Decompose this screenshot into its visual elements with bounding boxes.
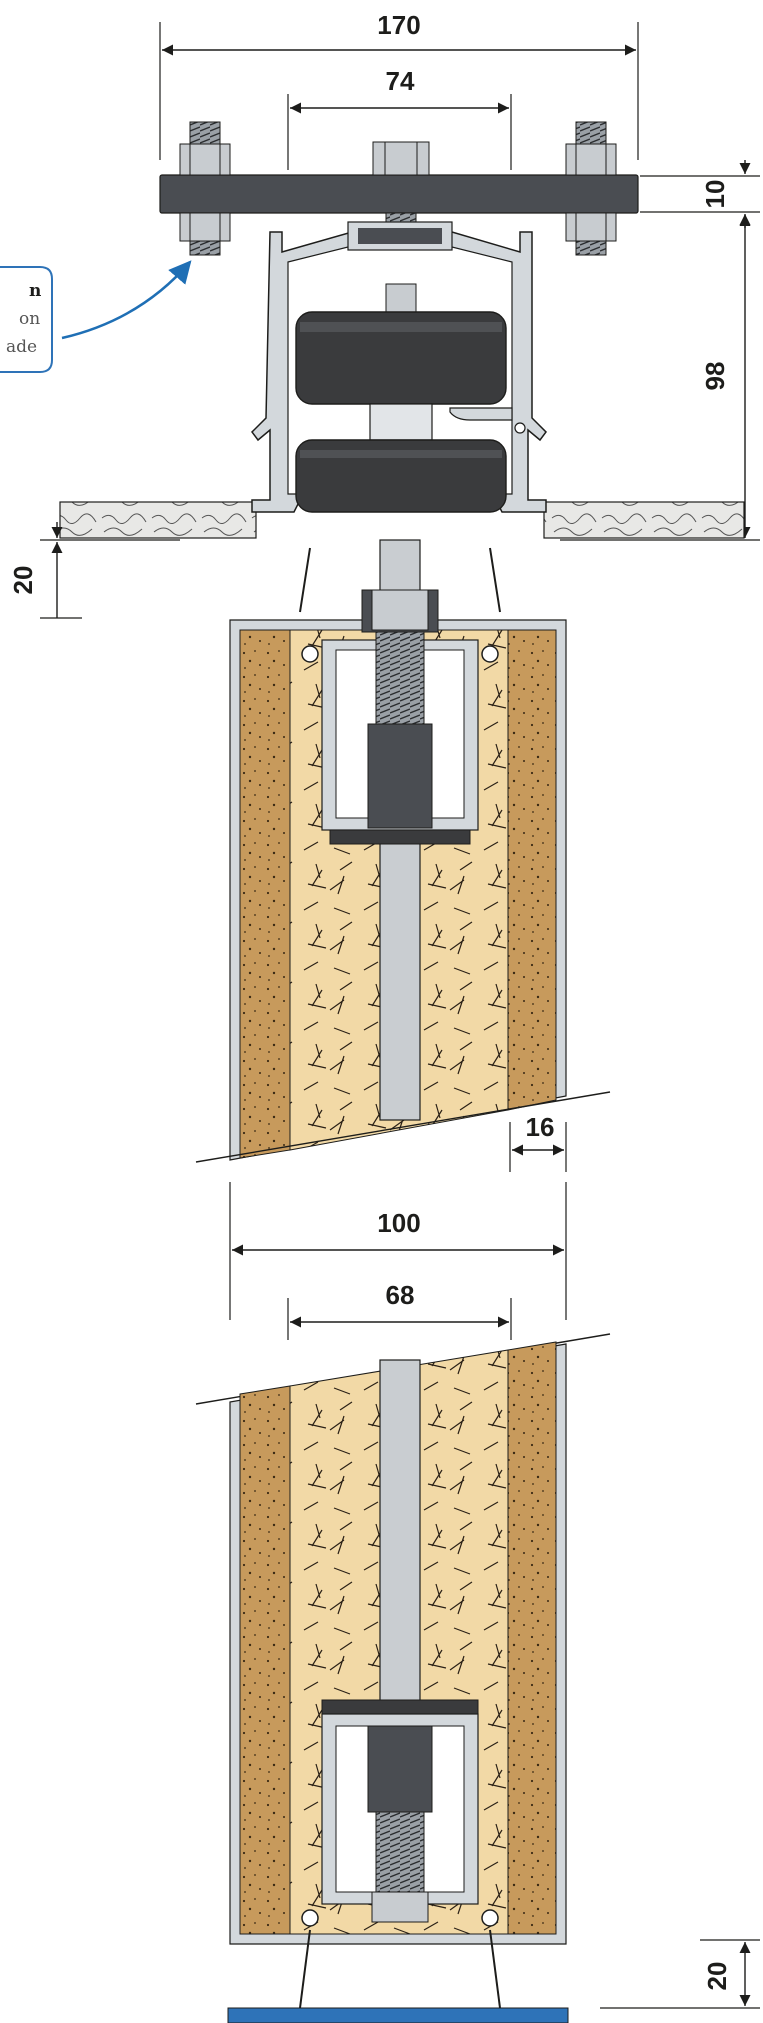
dimension-20-top: 20 (8, 522, 180, 619)
floor-guide-rail (227, 2007, 569, 2023)
dim-label-170: 170 (377, 10, 420, 40)
roller-hub (369, 403, 433, 441)
break-line-top (195, 1091, 611, 1163)
bolt-right (565, 121, 617, 256)
dimension-98: 98 (560, 215, 760, 541)
dimension-68: 68 (287, 1280, 512, 1340)
callout-line-1: on (19, 309, 40, 329)
dimension-20-bottom: 20 (600, 1939, 760, 2009)
dim-label-16: 16 (526, 1112, 555, 1142)
dim-label-20-bottom: 20 (702, 1962, 732, 1991)
callout-title: n (29, 281, 41, 301)
callout-arrow (61, 260, 192, 340)
dim-label-10: 10 (700, 180, 730, 209)
upper-door-panel (229, 539, 567, 1161)
mounting-plate (159, 174, 639, 214)
lower-door-panel (229, 1341, 567, 2009)
ceiling-slab (59, 501, 745, 539)
dimension-100: 100 (229, 1182, 567, 1320)
dim-label-98: 98 (700, 362, 730, 391)
dim-label-74: 74 (386, 66, 415, 96)
dim-label-100: 100 (377, 1208, 420, 1238)
bolt-left (179, 121, 231, 256)
bolt-center (372, 141, 430, 232)
dimension-74: 74 (287, 66, 512, 170)
dim-label-20-top: 20 (8, 566, 38, 595)
dimension-10: 10 (640, 160, 760, 228)
dimension-16: 16 (509, 1112, 567, 1172)
roller-assembly (295, 283, 507, 513)
dimension-170: 170 (159, 10, 639, 160)
dim-label-68: 68 (386, 1280, 415, 1310)
callout-line-2: ade (6, 337, 37, 357)
callout-note: n on ade (0, 260, 192, 373)
